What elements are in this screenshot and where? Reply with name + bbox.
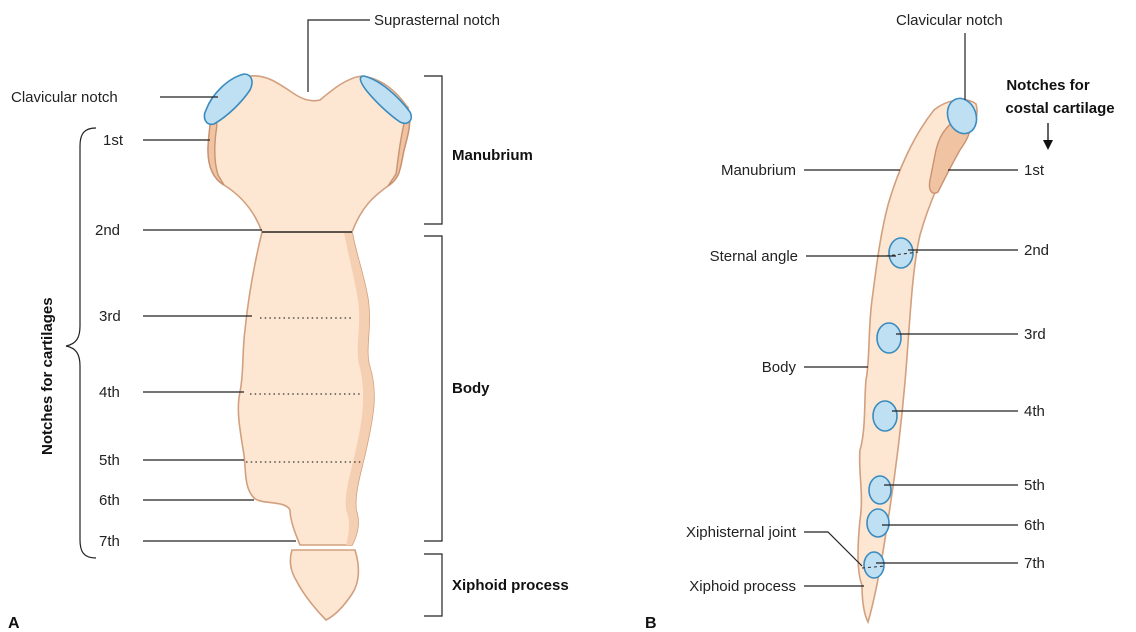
label-xiphisternal-joint-b: Xiphisternal joint xyxy=(686,524,797,541)
label-xiphoid-process-b: Xiphoid process xyxy=(689,578,796,595)
costal-notch-4th-b xyxy=(873,401,897,431)
label-7th-a: 7th xyxy=(99,533,120,550)
costal-notch-6th-b xyxy=(867,509,889,537)
costal-notch-2nd-b xyxy=(889,238,913,268)
label-4th-b: 4th xyxy=(1024,403,1045,420)
manubrium-bracket xyxy=(424,76,442,224)
label-manubrium-b: Manubrium xyxy=(721,162,796,179)
sternum-lateral-b xyxy=(858,100,977,622)
label-notches-for-cartilages: Notches for cartilages xyxy=(39,297,56,455)
label-5th-b: 5th xyxy=(1024,477,1045,494)
xiphoid-process-a xyxy=(290,550,358,620)
label-1st-b: 1st xyxy=(1024,162,1045,179)
label-body-b: Body xyxy=(762,359,797,376)
panel-a: Suprasternal notch Clavicular notch 1st … xyxy=(8,12,569,632)
label-4th-a: 4th xyxy=(99,384,120,401)
label-2nd-b: 2nd xyxy=(1024,242,1049,259)
label-manubrium-a: Manubrium xyxy=(452,147,533,164)
label-suprasternal-notch: Suprasternal notch xyxy=(374,12,500,29)
label-7th-b: 7th xyxy=(1024,555,1045,572)
panel-label-b: B xyxy=(645,615,657,632)
label-3rd-a: 3rd xyxy=(99,308,121,325)
arrow-down-icon xyxy=(1043,140,1053,150)
label-2nd-a: 2nd xyxy=(95,222,120,239)
label-3rd-b: 3rd xyxy=(1024,326,1046,343)
label-6th-b: 6th xyxy=(1024,517,1045,534)
label-clavicular-notch-b: Clavicular notch xyxy=(896,12,1003,29)
label-xiphoid-process-a: Xiphoid process xyxy=(452,577,569,594)
panel-label-a: A xyxy=(8,615,20,632)
cartilages-brace xyxy=(66,128,96,558)
costal-notch-7th-b xyxy=(864,552,884,578)
label-sternal-angle-b: Sternal angle xyxy=(710,248,798,265)
leader-xiphisternal-b xyxy=(804,532,862,566)
label-6th-a: 6th xyxy=(99,492,120,509)
label-clavicular-notch-a: Clavicular notch xyxy=(11,89,118,106)
costal-notch-5th-b xyxy=(869,476,891,504)
label-notches-costal-line2: costal cartilage xyxy=(1005,100,1114,117)
body-bracket xyxy=(424,236,442,541)
label-1st-a: 1st xyxy=(103,132,124,149)
xiphoid-bracket xyxy=(424,554,442,616)
panel-b: Clavicular notch Notches for costal cart… xyxy=(645,12,1115,632)
label-body-a: Body xyxy=(452,380,490,397)
label-5th-a: 5th xyxy=(99,452,120,469)
costal-notch-3rd-b xyxy=(877,323,901,353)
label-notches-costal-line1: Notches for xyxy=(1006,77,1090,94)
